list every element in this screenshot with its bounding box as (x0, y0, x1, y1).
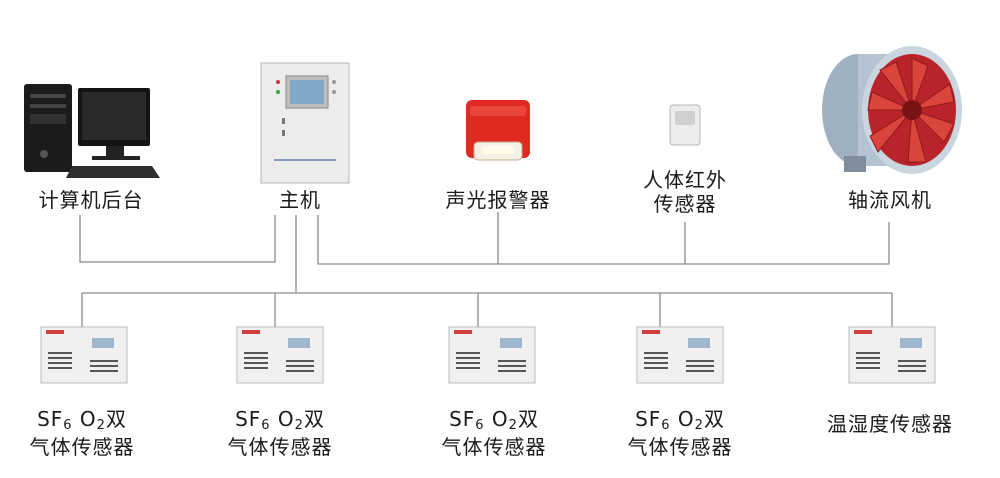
label-gas-sensor-2-line2: 气体传感器 (227, 435, 333, 459)
label-text: SF (635, 407, 662, 431)
label-gas-sensor-3-line1: SF6 O2双 (434, 407, 554, 435)
temp-humidity-sensor-icon (848, 326, 936, 384)
label-gas-sensor-4: SF6 O2双 气体传感器 (620, 407, 740, 459)
label-gas-sensor-2: SF6 O2双 气体传感器 (220, 407, 340, 459)
label-subscript: 6 (661, 418, 671, 433)
label-pir-line1: 人体红外 (643, 168, 727, 192)
label-text: 双 (517, 407, 539, 431)
alarm-icon (466, 100, 530, 161)
label-gas-sensor-3-line2: 气体传感器 (441, 435, 547, 459)
pir-sensor-icon (669, 104, 701, 146)
label-computer: 计算机后台 (38, 188, 144, 212)
label-gas-sensor-4-line1: SF6 O2双 (620, 407, 740, 435)
label-text: O (670, 407, 695, 431)
label-pir: 人体红外 传感器 (625, 168, 745, 216)
label-gas-sensor-3: SF6 O2双 气体传感器 (434, 407, 554, 459)
label-subscript: 6 (63, 418, 73, 433)
label-subscript: 2 (508, 418, 518, 433)
label-gas-sensor-4-line2: 气体传感器 (627, 435, 733, 459)
line-computer-host (79, 215, 276, 263)
gas-sensor-icon-2 (236, 326, 324, 384)
gas-sensor-icon-3 (448, 326, 536, 384)
label-text: 双 (105, 407, 127, 431)
axial-fan-icon (822, 46, 962, 174)
label-subscript: 2 (96, 418, 106, 433)
label-pir-line2: 传感器 (653, 192, 717, 216)
label-subscript: 6 (475, 418, 485, 433)
label-gas-sensor-1: SF6 O2双 气体传感器 (22, 407, 142, 459)
label-gas-sensor-2-line1: SF6 O2双 (220, 407, 340, 435)
label-text: SF (37, 407, 64, 431)
label-gas-sensor-1-line2: 气体传感器 (29, 435, 135, 459)
line-host-bus (317, 215, 890, 265)
label-subscript: 2 (294, 418, 304, 433)
label-text: O (484, 407, 509, 431)
label-text: SF (449, 407, 476, 431)
label-text: 双 (703, 407, 725, 431)
label-gas-sensor-1-line1: SF6 O2双 (22, 407, 142, 435)
label-temp-humidity-sensor: 温湿度传感器 (827, 412, 953, 436)
label-text: 双 (303, 407, 325, 431)
computer-icon (24, 84, 160, 178)
gas-sensor-icon-4 (636, 326, 724, 384)
gas-sensor-icon-1 (40, 326, 128, 384)
host-cabinet-icon (260, 62, 350, 184)
label-text: O (270, 407, 295, 431)
label-subscript: 2 (694, 418, 704, 433)
label-alarm: 声光报警器 (445, 188, 551, 212)
label-text: SF (235, 407, 262, 431)
label-host: 主机 (279, 188, 321, 212)
label-fan: 轴流风机 (848, 188, 932, 212)
label-text: O (72, 407, 97, 431)
label-subscript: 6 (261, 418, 271, 433)
